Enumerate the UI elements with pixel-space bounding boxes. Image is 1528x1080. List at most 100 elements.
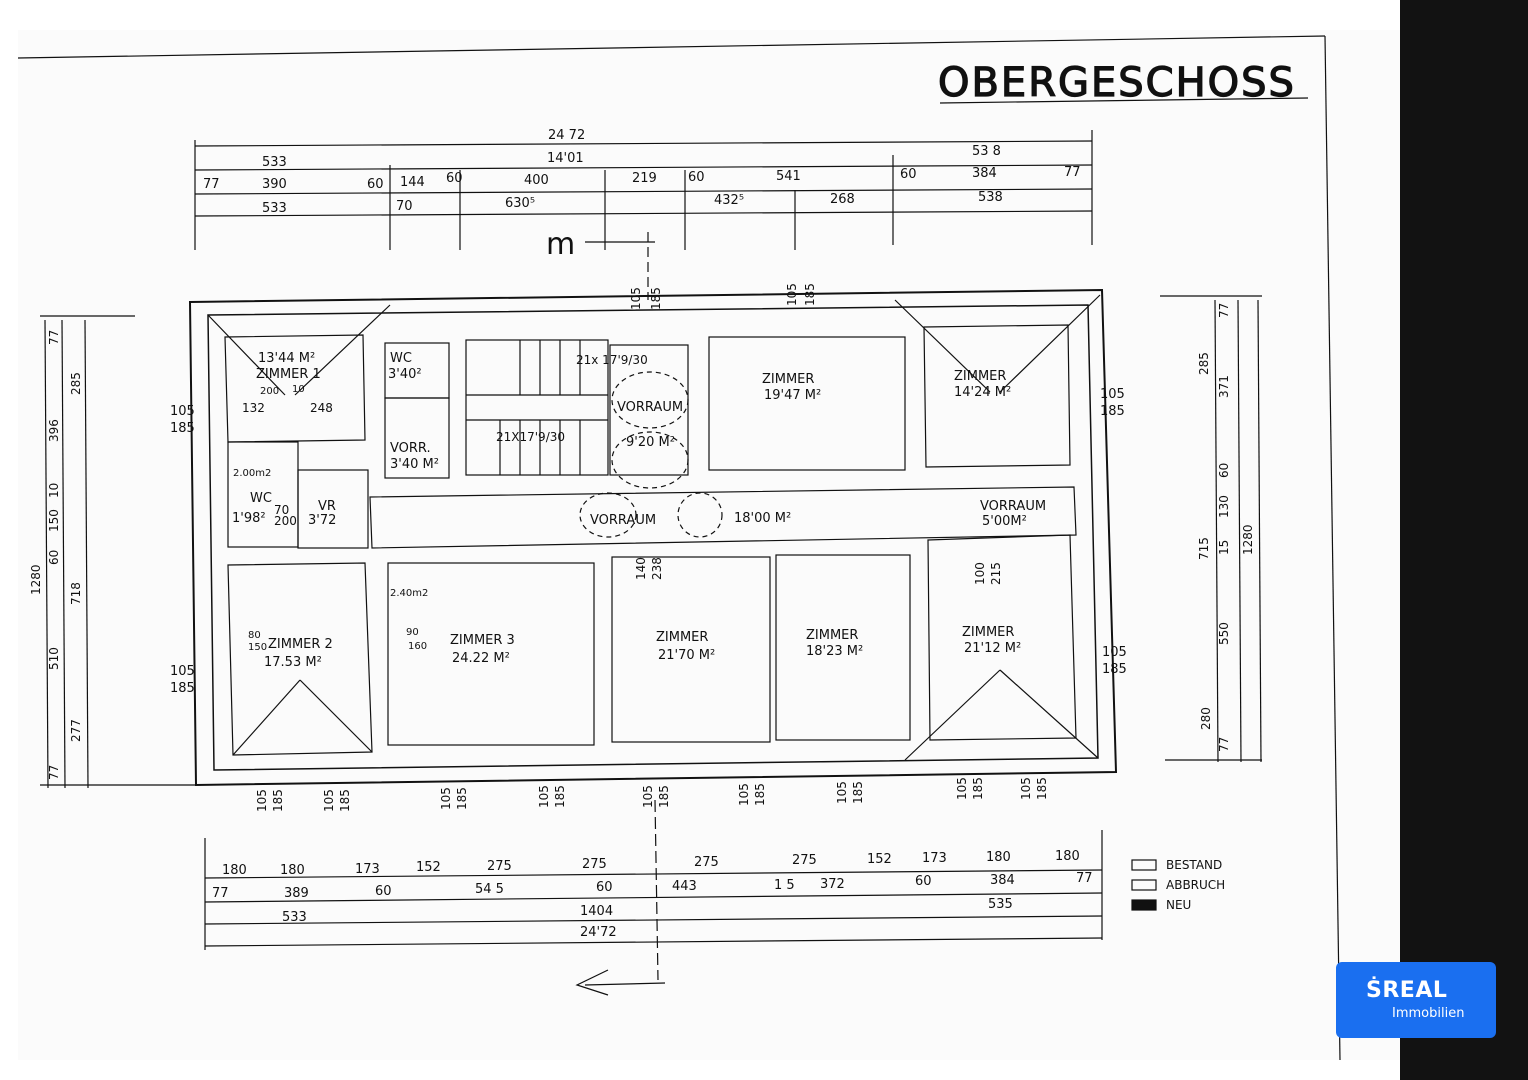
small-dim: 160	[408, 641, 427, 652]
dim-left: 718	[69, 582, 83, 605]
stair-label: 21x 17'9/30	[576, 353, 648, 367]
dim-line-bottom-3	[204, 915, 1103, 925]
section-marker: m	[546, 227, 575, 262]
window-dim: 185	[1100, 404, 1125, 419]
window-dim: 105	[737, 783, 751, 806]
dim-label: 77	[1064, 165, 1081, 180]
plan-title: OBERGESCHOSS	[938, 60, 1296, 106]
room-zimmer-bottom-2	[775, 554, 911, 741]
dim-total-top: 24 72	[548, 128, 585, 143]
window-dim: 105	[1102, 645, 1127, 660]
room-label: ZIMMER	[954, 369, 1006, 384]
dim-line-bottom-total	[204, 937, 1103, 947]
room-zimmer-top-middle	[708, 336, 906, 471]
small-dim: 100	[973, 562, 987, 585]
dim-label: 70	[396, 199, 413, 214]
window-dim: 185	[455, 787, 469, 810]
hip-line	[999, 294, 1101, 393]
logo-brand: ṠREAL	[1366, 978, 1448, 1003]
room-area: 5'00M²	[982, 514, 1027, 529]
room-label: ZIMMER 3	[450, 633, 515, 648]
dim-label: 180	[1055, 849, 1080, 864]
dim-label: 541	[776, 169, 801, 184]
dim-left: 510	[47, 647, 61, 670]
dim-label: 152	[867, 852, 892, 867]
dim-label: 443	[672, 879, 697, 894]
outer-wall	[188, 288, 1118, 787]
window-dim: 105	[835, 781, 849, 804]
dim-label: 432⁵	[714, 193, 744, 208]
dim-label: 152	[416, 860, 441, 875]
frame-top-line	[17, 35, 1326, 59]
sreal-logo: ṠREAL Immobilien	[1336, 962, 1496, 1038]
room-area: 3'40²	[388, 367, 422, 382]
room-label: ZIMMER	[656, 630, 708, 645]
dim-right: 130	[1217, 495, 1231, 518]
room-label: VORR.	[390, 441, 431, 456]
window-dim: 185	[338, 789, 352, 812]
small-dim: 132	[242, 401, 265, 415]
room-area: 3'40 M²	[390, 457, 439, 472]
small-dim: 215	[989, 562, 1003, 585]
window-dim: 105	[439, 787, 453, 810]
room-label: ZIMMER 2	[268, 637, 333, 652]
dim-left: 60	[47, 550, 61, 565]
hip-line	[294, 304, 391, 396]
window-dim: 185	[1102, 662, 1127, 677]
hip-line	[999, 669, 1099, 759]
corridor	[369, 486, 1077, 549]
window-dim: 185	[553, 785, 567, 808]
room-label: VORRAUM	[617, 400, 683, 415]
window-dim: 105	[641, 785, 655, 808]
dim-label: 275	[487, 859, 512, 874]
dim-label: 533	[282, 910, 307, 925]
dim-label: 533	[262, 201, 287, 216]
dim-left: 150	[47, 509, 61, 532]
dim-right-total: 1280	[1241, 524, 1255, 555]
room-area: 24.22 M²	[452, 651, 510, 666]
room-vorraum-upper	[609, 344, 689, 476]
dim-label: 180	[222, 863, 247, 878]
small-dim: 238	[650, 557, 664, 580]
window-dim: 185	[803, 283, 817, 306]
dim-left-total: 1280	[29, 564, 43, 595]
dim-label: 77	[1076, 871, 1093, 886]
dim-label: 54 5	[475, 882, 504, 897]
dim-line-bottom-2	[204, 892, 1103, 903]
door-swing	[677, 492, 723, 538]
small-dim: 70	[274, 503, 289, 517]
dim-label: 1404	[580, 904, 613, 919]
dim-label: 384	[972, 166, 997, 181]
dim-line-right-outer	[1257, 299, 1262, 763]
room-label: ZIMMER 1	[256, 367, 321, 382]
dim-label: 538	[978, 190, 1003, 205]
hip-line	[232, 679, 301, 756]
dim-line-top-1	[194, 164, 1093, 171]
dim-right: 77	[1217, 303, 1231, 318]
legend-swatch-abbruch	[1131, 879, 1157, 891]
small-dim: 2.40m2	[390, 588, 428, 599]
room-vr-left	[297, 469, 369, 549]
room-zimmer-top-right	[923, 324, 1071, 468]
room-vorr	[384, 397, 450, 479]
dim-left: 77	[47, 330, 61, 345]
dim-label: 390	[262, 177, 287, 192]
dim-line-right	[1214, 299, 1219, 763]
window-dim: 185	[649, 287, 663, 310]
small-dim: 2.00m2	[233, 468, 271, 479]
dim-label: 1 5	[774, 878, 795, 893]
logo-sub: Immobilien	[1392, 1006, 1465, 1021]
room-label: VR	[318, 499, 336, 514]
window-dim: 105	[537, 785, 551, 808]
window-dim: 185	[170, 421, 195, 436]
legend-label: NEU	[1166, 898, 1191, 912]
hip-line	[904, 669, 1001, 761]
window-dim: 105	[322, 789, 336, 812]
dim-line-bottom-1	[204, 869, 1103, 879]
scan-border	[1400, 0, 1528, 1080]
hip-line	[207, 314, 286, 396]
door-swing	[611, 371, 689, 429]
window-dim: 105	[785, 283, 799, 306]
room-area: 3'72	[308, 513, 336, 528]
